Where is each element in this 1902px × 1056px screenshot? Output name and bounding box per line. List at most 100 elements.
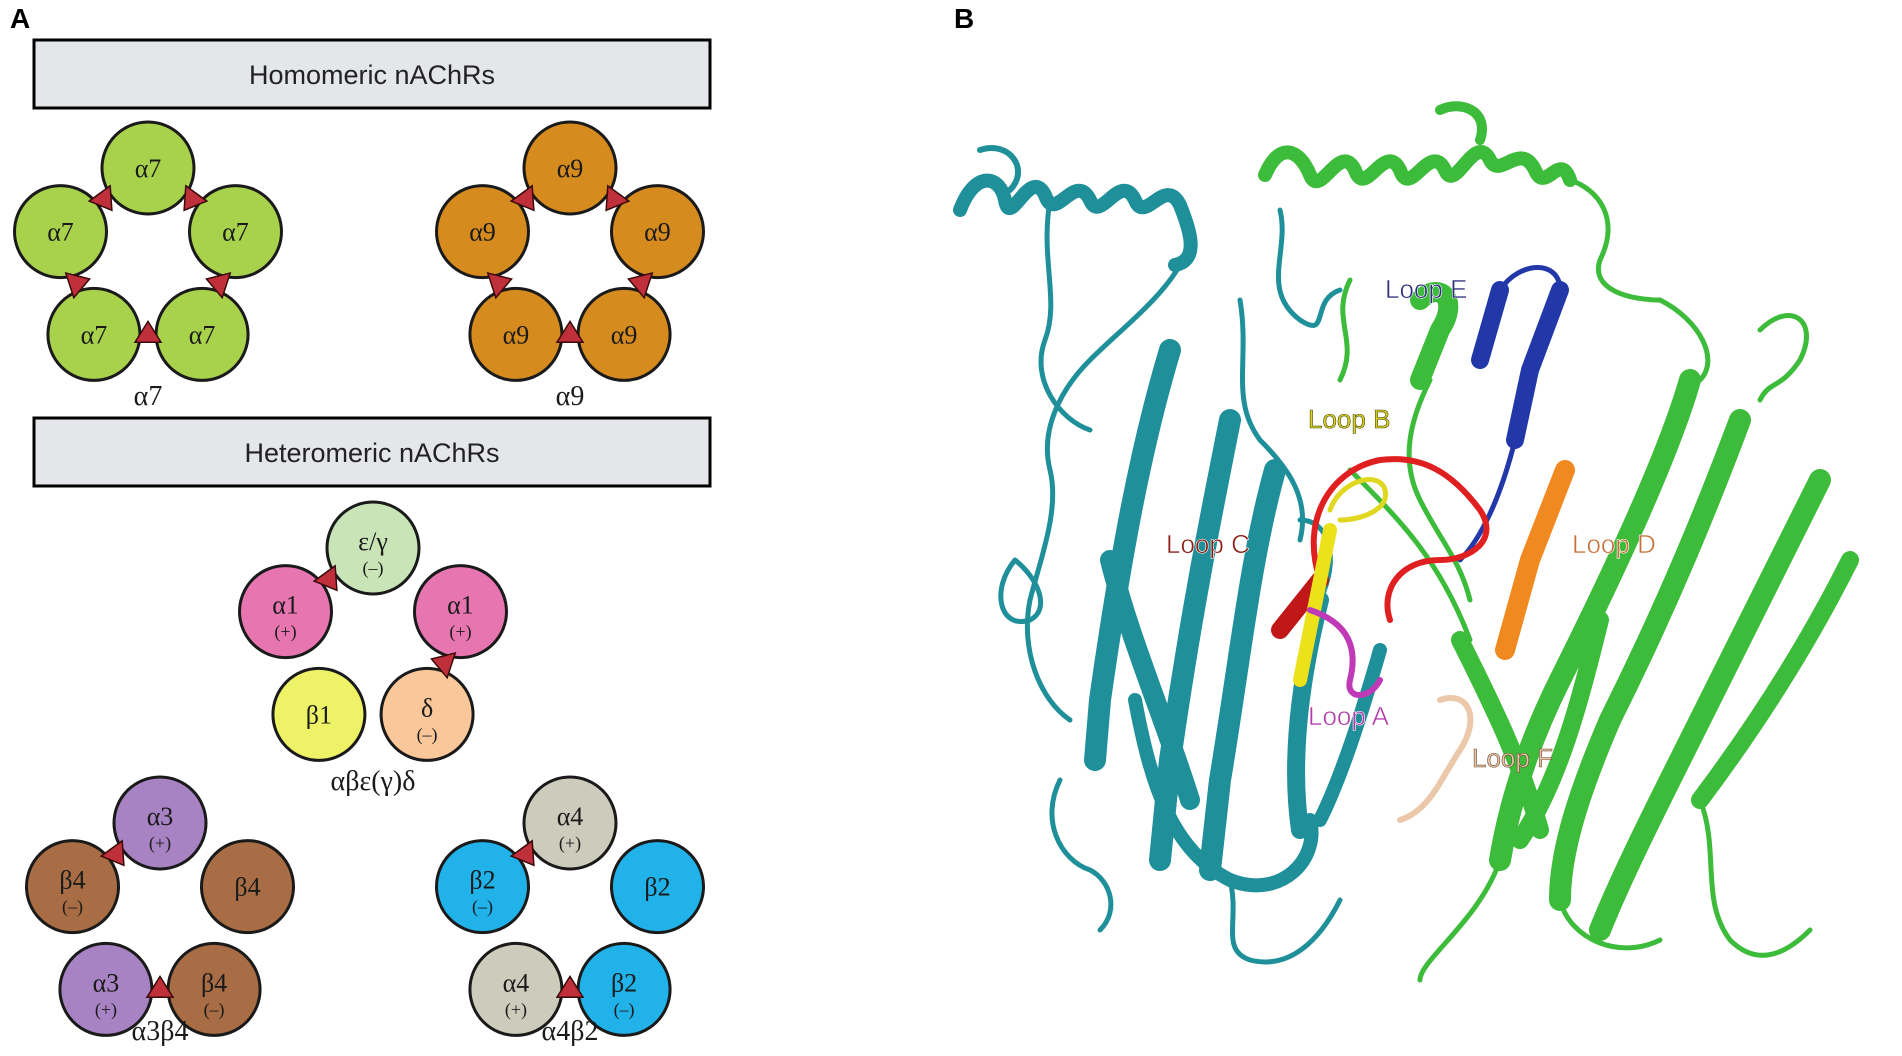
loop-d-label: Loop D bbox=[1572, 529, 1656, 559]
subunit-label: α9 bbox=[469, 218, 496, 247]
subunit-sign: (–) bbox=[363, 558, 384, 579]
pentamer-caption: α7 bbox=[134, 381, 163, 412]
subunit-sign: (+) bbox=[559, 833, 581, 854]
subunit-circle bbox=[187, 184, 283, 280]
binding-site-triangle bbox=[145, 975, 175, 998]
subunit-sign: (+) bbox=[274, 622, 296, 643]
subunit-circle bbox=[199, 839, 295, 935]
subunit-label: δ bbox=[421, 693, 433, 722]
subunit-circle bbox=[435, 184, 531, 280]
teal-chain bbox=[953, 145, 1387, 965]
subunit-label: α7 bbox=[81, 320, 108, 349]
binding-site-triangle bbox=[205, 271, 232, 300]
binding-site-triangle bbox=[509, 839, 535, 867]
binding-site-triangle bbox=[555, 320, 585, 343]
subunit: α3(+) bbox=[112, 775, 208, 871]
subunit-label: β2 bbox=[611, 968, 637, 997]
subunit-circle bbox=[522, 120, 618, 216]
subunit-sign: (–) bbox=[62, 897, 83, 918]
teal-helix bbox=[953, 173, 1198, 272]
subunit-circle bbox=[271, 666, 367, 762]
subunit: α1(+) bbox=[238, 564, 334, 660]
green-helix bbox=[1258, 145, 1577, 189]
subunit-label: α7 bbox=[135, 154, 162, 183]
subunit: α9 bbox=[609, 184, 705, 280]
subunit-label: β4 bbox=[234, 873, 260, 902]
loop-features bbox=[1271, 265, 1575, 823]
pentamer-caption: αβε(γ)δ bbox=[331, 766, 416, 797]
subunit-circle bbox=[25, 839, 121, 935]
loop-a-loop bbox=[1307, 607, 1383, 698]
panel-a-letter: A bbox=[10, 3, 30, 34]
subunit-circle bbox=[325, 500, 421, 596]
subunit-label: ε/γ bbox=[358, 527, 388, 556]
subunit-sign: (–) bbox=[417, 724, 438, 745]
loop-c-label: Loop C bbox=[1166, 529, 1250, 559]
subunit-label: α3 bbox=[147, 802, 174, 831]
heteromeric-title: Heteromeric nAChRs bbox=[244, 438, 499, 468]
subunit: β2(–) bbox=[435, 839, 531, 935]
binding-site-triangle bbox=[486, 271, 513, 300]
subunit-sign: (–) bbox=[472, 897, 493, 918]
subunit-sign: (+) bbox=[149, 833, 171, 854]
teal-strand bbox=[1084, 339, 1181, 771]
pentamer-caption: α9 bbox=[556, 381, 585, 412]
binding-site-triangle bbox=[555, 975, 585, 998]
subunit-sign: (+) bbox=[505, 999, 527, 1020]
binding-site-triangle bbox=[430, 651, 457, 680]
subunit-label: α9 bbox=[644, 218, 671, 247]
loop-d-strand bbox=[1495, 460, 1575, 660]
subunit: α1(+) bbox=[412, 564, 508, 660]
pentamer-diagrams: α7α7α7α7α7α7α9α9α9α9α9α9ε/γ(–)α1(+)δ(–)β… bbox=[13, 120, 705, 1047]
subunit-circle bbox=[522, 775, 618, 871]
subunit: α4(+) bbox=[522, 775, 618, 871]
subunit: α7 bbox=[154, 286, 250, 382]
subunit-label: α7 bbox=[189, 320, 216, 349]
subunit-sign: (–) bbox=[204, 999, 225, 1020]
subunit-circle bbox=[112, 775, 208, 871]
loop-b-label: Loop B bbox=[1308, 404, 1390, 434]
subunit-label: β4 bbox=[201, 968, 227, 997]
green-chain bbox=[1258, 101, 1859, 983]
subunit: β4(–) bbox=[25, 839, 121, 935]
subunit-sign: (–) bbox=[614, 999, 635, 1020]
subunit: ε/γ(–) bbox=[325, 500, 421, 596]
subunit-circle bbox=[435, 839, 531, 935]
subunit-circle bbox=[609, 839, 705, 935]
pentamer-caption: α3β4 bbox=[132, 1016, 189, 1047]
binding-site-triangle bbox=[99, 839, 125, 867]
subunit-circle bbox=[100, 120, 196, 216]
subunit: δ(–) bbox=[379, 666, 475, 762]
heteromeric-header: Heteromeric nAChRs bbox=[32, 416, 712, 488]
subunit: α3(+) bbox=[58, 941, 154, 1037]
subunit: α7 bbox=[13, 184, 109, 280]
pentamer-a7: α7 α7 α7 α7 α7 α7 bbox=[13, 120, 283, 412]
subunit-sign: (+) bbox=[449, 622, 471, 643]
pentamer-caption: α4β2 bbox=[542, 1016, 599, 1047]
subunit-label: β2 bbox=[644, 873, 670, 902]
loop-labels: Loop E Loop B Loop C Loop D Loop A Loop … bbox=[1166, 274, 1656, 774]
subunit: β1 bbox=[271, 666, 367, 762]
loop-f-label: Loop F bbox=[1472, 743, 1553, 773]
binding-site-triangle bbox=[87, 184, 113, 212]
subunit-label: α9 bbox=[611, 320, 638, 349]
loop-c-loop bbox=[1310, 456, 1490, 623]
subunit-label: β4 bbox=[59, 866, 85, 895]
subunit: α9 bbox=[522, 120, 618, 216]
binding-site-triangle bbox=[605, 184, 631, 212]
subunit: β2(–) bbox=[576, 941, 672, 1037]
subunit-circle bbox=[412, 564, 508, 660]
binding-site-triangle bbox=[64, 271, 91, 300]
panel-b: B bbox=[953, 3, 1859, 983]
panel-b-letter: B bbox=[954, 3, 974, 34]
subunit: β2 bbox=[609, 839, 705, 935]
subunit-label: α7 bbox=[222, 218, 249, 247]
subunit-circle bbox=[238, 564, 334, 660]
loop-b-loop bbox=[1327, 477, 1388, 523]
binding-site-triangle bbox=[627, 271, 654, 300]
subunit-circle bbox=[13, 184, 109, 280]
